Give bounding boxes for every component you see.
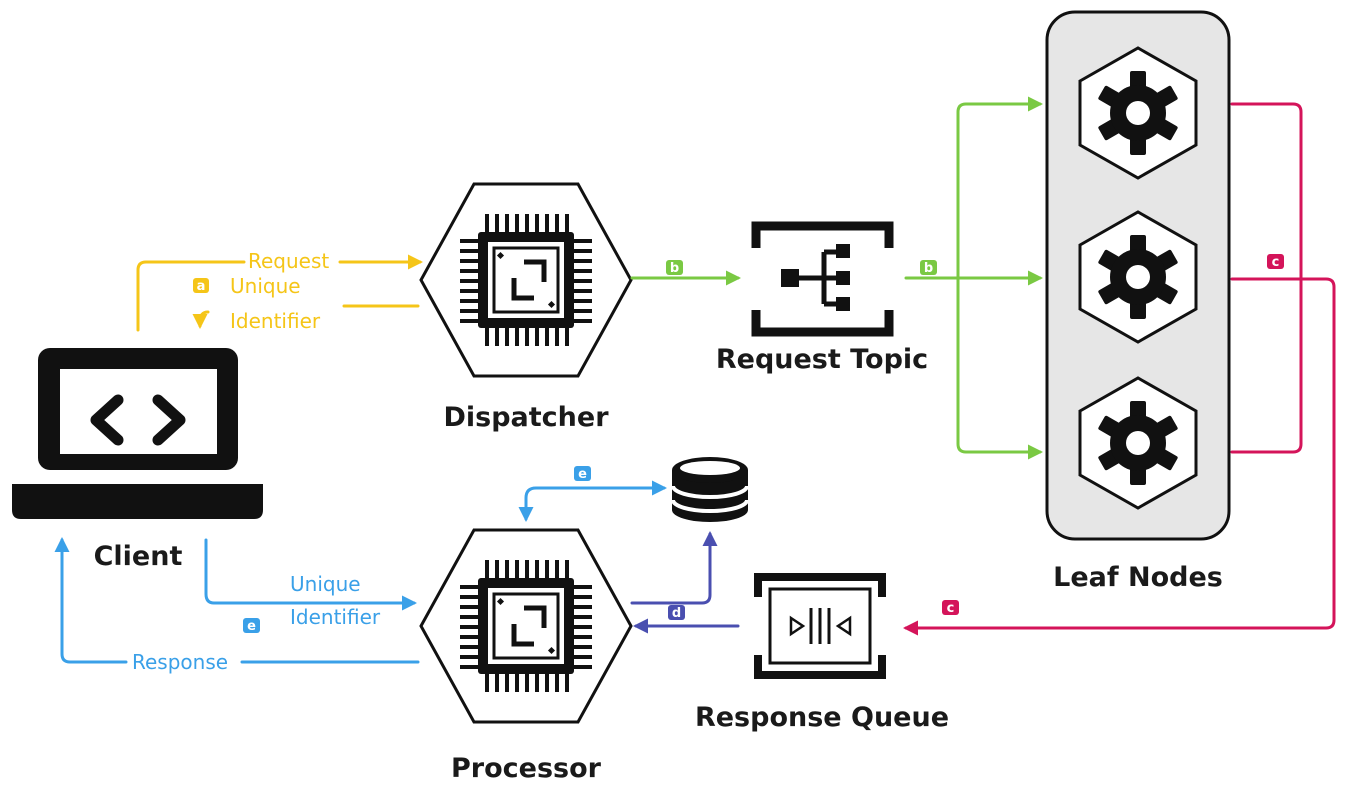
- leaf-to-queue-arrow: [903, 277, 1336, 636]
- unique-label-1: Unique: [230, 274, 301, 298]
- response-label: Response: [132, 650, 228, 674]
- badge-e-2: [243, 618, 260, 633]
- topic-to-leaf-arrow-1: [956, 96, 1043, 280]
- processor-label: Processor: [451, 753, 602, 784]
- svg-text:b: b: [670, 261, 679, 276]
- svg-text:e: e: [578, 467, 587, 482]
- badge-b-1: [666, 260, 683, 275]
- leaf-nodes-label: Leaf Nodes: [1053, 562, 1223, 593]
- unique-label-2: Unique: [290, 572, 361, 596]
- badge-c-1: [1267, 254, 1284, 269]
- badge-a: [193, 278, 209, 293]
- queue-icon: [754, 573, 886, 679]
- badge-e-1: [574, 466, 591, 481]
- svg-text:b: b: [924, 261, 933, 276]
- identifier-label-1: Identifier: [230, 309, 321, 333]
- topic-to-leaf-arrow-3: [956, 276, 1043, 460]
- laptop-code-icon: [12, 348, 263, 519]
- chip-icon: [421, 184, 631, 376]
- identifier-label-2: Identifier: [290, 605, 381, 629]
- request-topic-label: Request Topic: [716, 344, 928, 375]
- database-icon: [671, 457, 749, 522]
- request-topic-node: Request Topic: [716, 221, 928, 375]
- svg-text:d: d: [672, 606, 681, 621]
- svg-text:e: e: [247, 619, 256, 634]
- processor-node: [421, 530, 631, 722]
- topic-fanout-icon: [751, 221, 894, 337]
- badge-c-2: [942, 600, 959, 615]
- client-label: Client: [94, 541, 183, 572]
- response-queue-node: Response Queue: [695, 573, 949, 733]
- unique-identifier-to-processor-arrow: [204, 538, 417, 611]
- client-node: Client: [12, 348, 263, 572]
- processor-database-arrow: [518, 480, 667, 522]
- processor-to-database-arrow: [630, 531, 718, 605]
- response-queue-label: Response Queue: [695, 702, 949, 733]
- badge-b-2: [920, 260, 937, 275]
- dispatcher-node: [421, 184, 631, 376]
- svg-text:c: c: [1272, 255, 1280, 270]
- svg-text:a: a: [197, 279, 206, 294]
- dispatcher-label: Dispatcher: [443, 402, 609, 433]
- svg-text:c: c: [947, 601, 955, 616]
- badge-d: [668, 605, 685, 620]
- request-arrow: [136, 260, 246, 332]
- chip-icon: [421, 530, 631, 722]
- request-label: Request: [248, 249, 329, 273]
